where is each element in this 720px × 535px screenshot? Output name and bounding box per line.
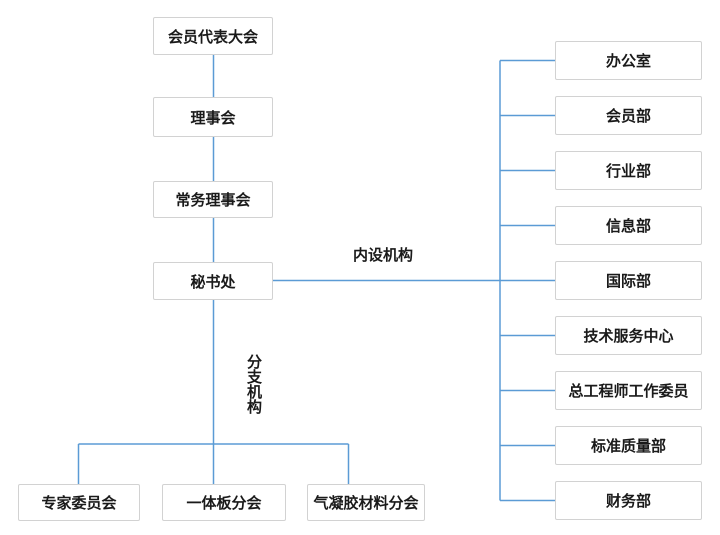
internal-dept-node: 技术服务中心 [555,316,702,355]
internal-dept-node: 标准质量部 [555,426,702,465]
node-member-congress: 会员代表大会 [153,17,273,55]
internal-dept-node: 总工程师工作委员 [555,371,702,410]
node-secretariat: 秘书处 [153,262,273,300]
node-council: 理事会 [153,97,273,137]
internal-dept-node: 国际部 [555,261,702,300]
internal-dept-node: 信息部 [555,206,702,245]
branch-section-label: 分支机构 [245,354,262,414]
node-standing-council: 常务理事会 [153,181,273,218]
internal-dept-node: 行业部 [555,151,702,190]
branch-node: 专家委员会 [18,484,140,521]
internal-section-label: 内设机构 [353,247,414,264]
internal-dept-node: 办公室 [555,41,702,80]
branch-node: 气凝胶材料分会 [307,484,425,521]
internal-dept-node: 会员部 [555,96,702,135]
branch-node: 一体板分会 [162,484,286,521]
internal-dept-node: 财务部 [555,481,702,520]
